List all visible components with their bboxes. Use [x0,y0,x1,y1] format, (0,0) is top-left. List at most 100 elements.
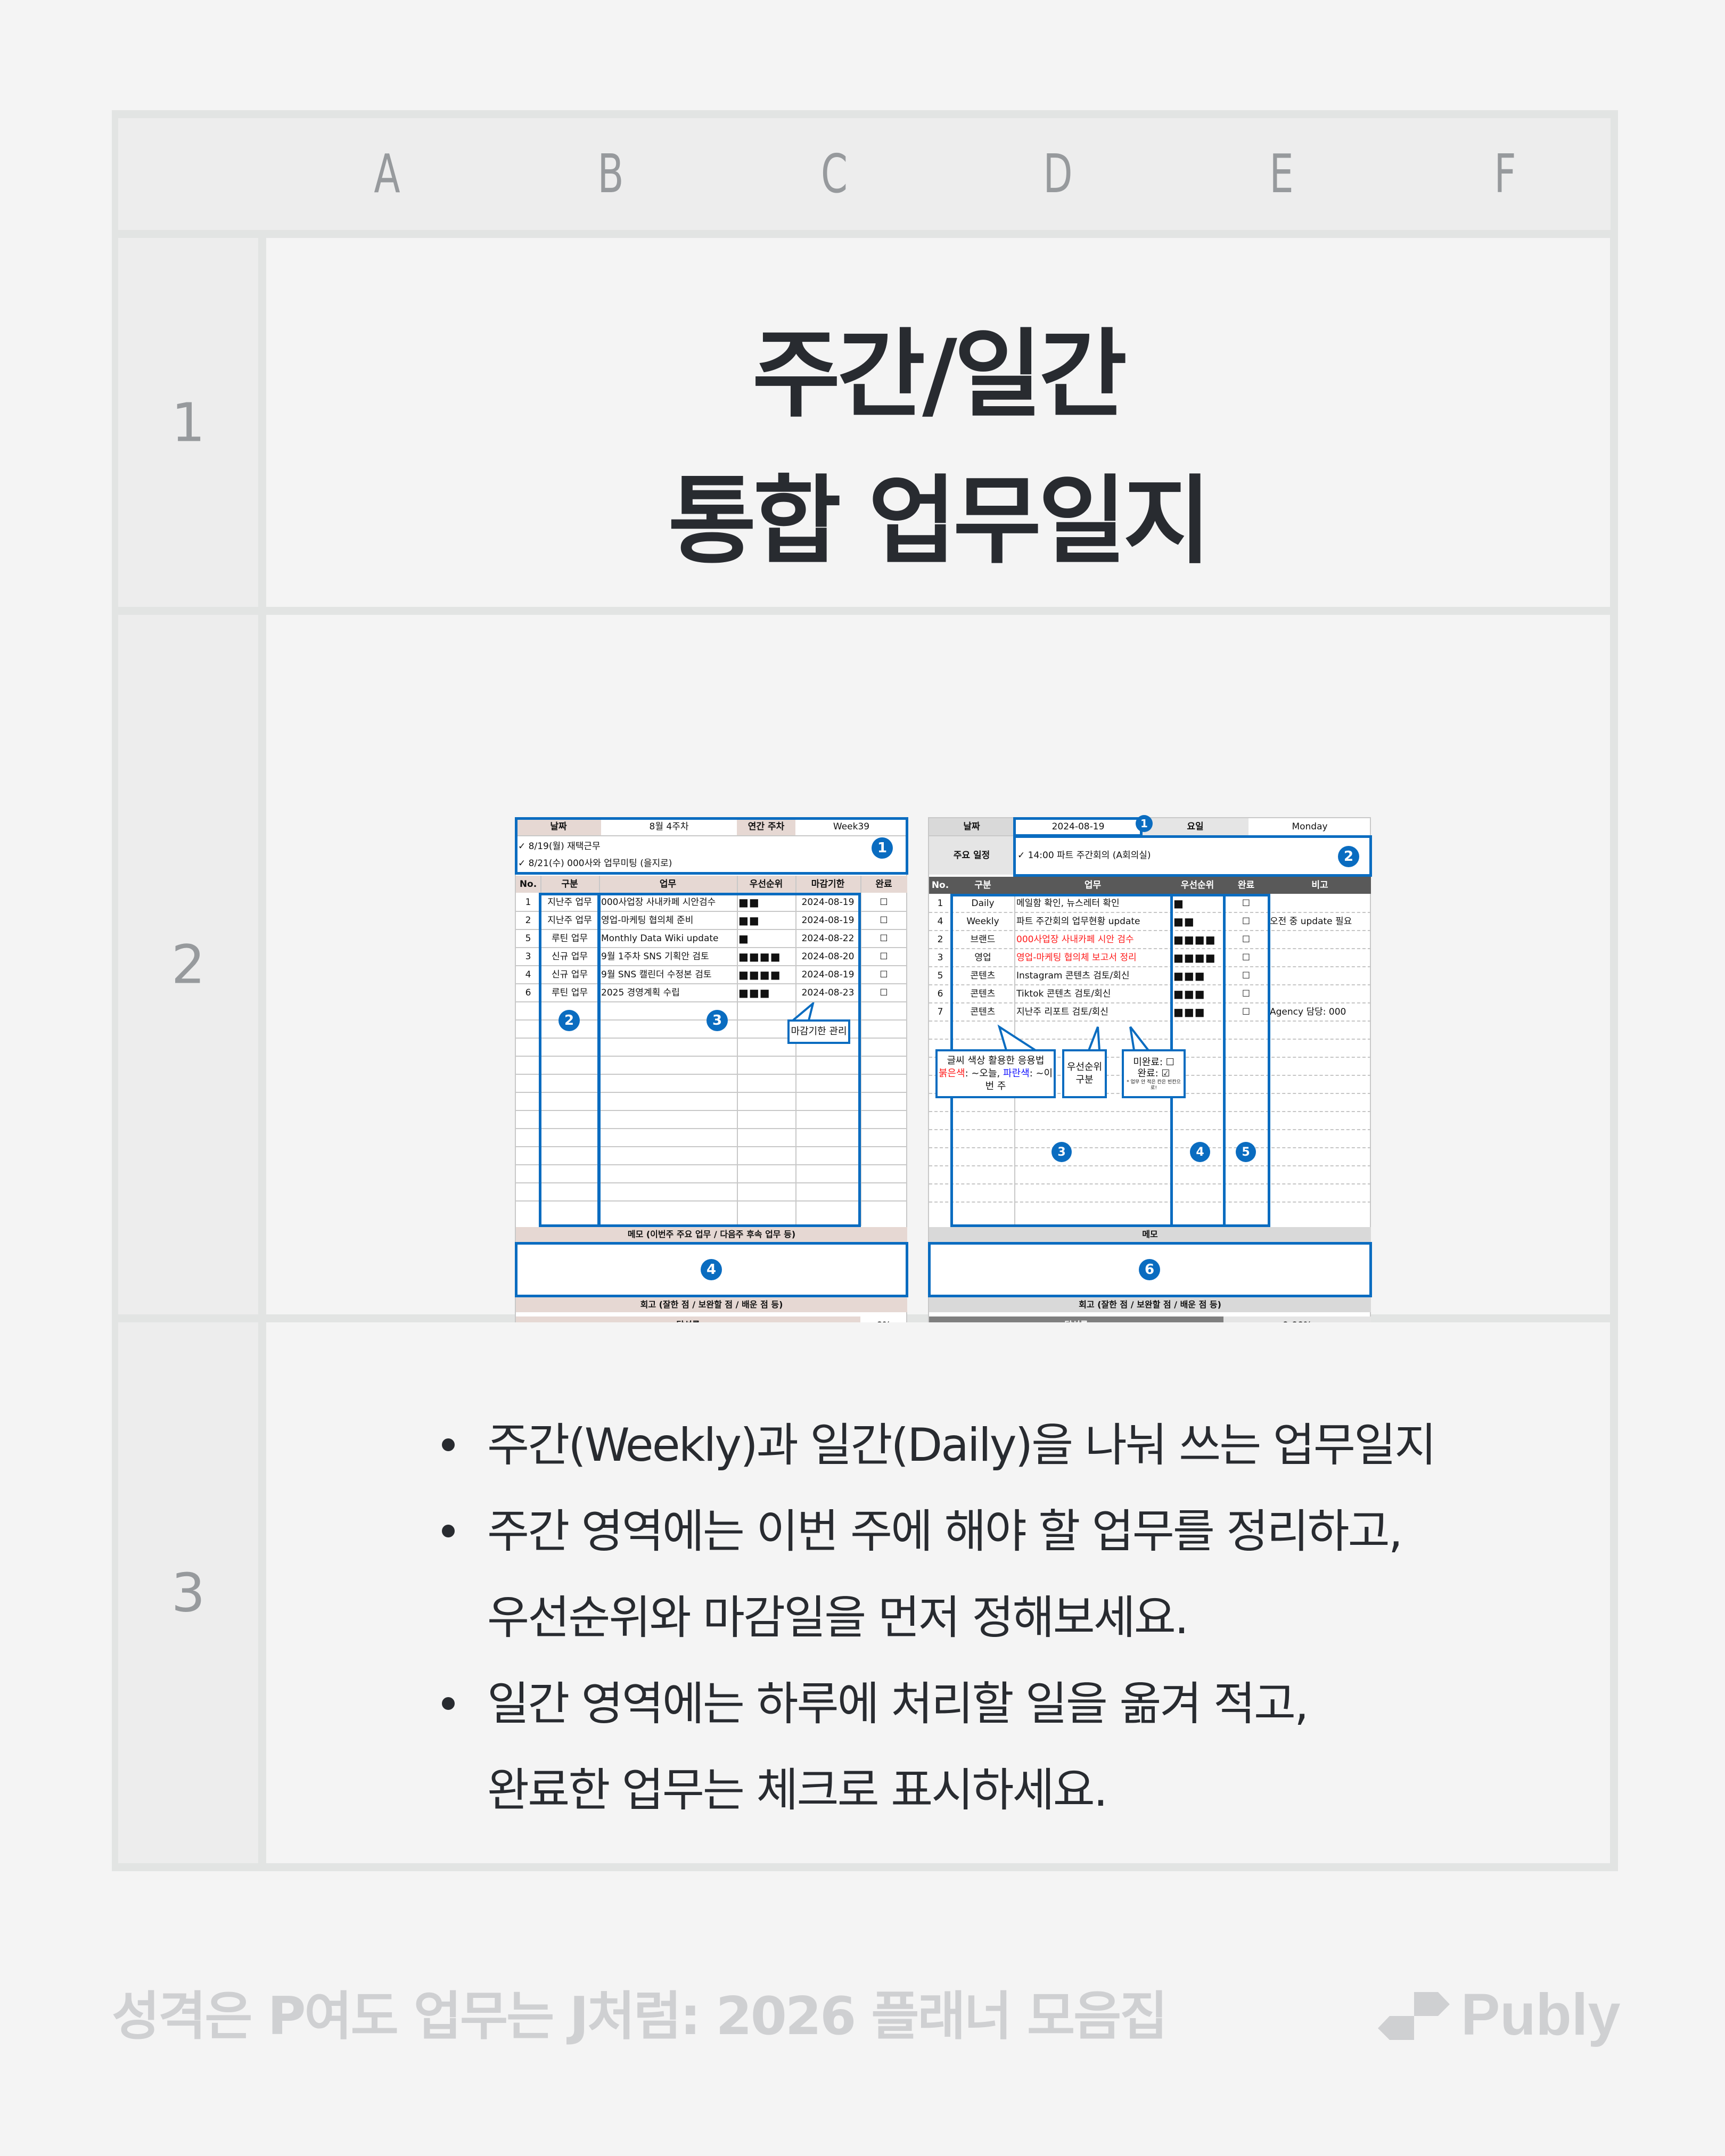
bullet-text: 주간 영역에는 이번 주에 해야 할 업무를 정리하고, [487,1505,1403,1558]
row-priority: ■■■■ [1173,951,1216,964]
row-no: 4 [525,969,531,980]
weekly-date-value: 8월 4주차 [649,821,689,832]
row-done-checkbox[interactable]: ☐ [880,915,888,926]
row-task: 영업-마케팅 협의체 보고서 정리 [1016,952,1137,963]
daily-schedule-label: 주요 일정 [929,836,1014,875]
gridline [516,1182,907,1183]
row-due: 2024-08-20 [801,951,855,962]
row-priority: ■■ [738,896,760,909]
row-priority: ■■■■ [1173,933,1216,946]
spreadsheet-frame: A B C D E F 1 주간/일간 통합 업무일지 2 날짜 8월 4주차 … [112,110,1618,1871]
row-task: 2025 경영계획 수립 [601,987,680,998]
gridline [929,984,1371,985]
callout-deadline: 마감기한 관리 [787,1019,850,1044]
gridline [516,947,907,948]
row-header-3[interactable]: 3 [118,1322,258,1863]
row-no: 6 [937,988,943,999]
gridline [516,1200,907,1202]
callout-line: 완료: ☑ [1137,1068,1170,1080]
bullet-text: 우선순위와 마감일을 먼저 정해보세요. [487,1591,1189,1644]
gridline [929,912,1371,913]
row-done-checkbox[interactable]: ☐ [1242,898,1251,909]
column-header-c[interactable]: C [820,143,848,205]
number-badge-4: 4 [701,1259,722,1280]
red-label: 붉은색 [938,1067,965,1079]
row-note [1270,967,1371,984]
gridline [929,1129,1371,1130]
description-cell: 주간(Weekly)과 일간(Daily)을 나눠 쓰는 업무일지 주간 영역에… [266,1322,1610,1863]
weekly-review-label: 회고 (잘한 점 / 보완할 점 / 배운 점 등) [516,1297,907,1312]
row-done-checkbox[interactable]: ☐ [880,933,888,944]
bullet-text: 완료한 업무는 체크로 표시하세요. [487,1764,1108,1817]
row-task: 000사업장 사내카페 시안 검수 [1016,934,1134,945]
row-note: 오전 중 update 필요 [1270,916,1352,927]
row-task: Tiktok 콘텐츠 검토/회신 [1016,988,1111,999]
bullet-item: 일간 영역에는 하루에 처리할 일을 옮겨 적고, [437,1661,1435,1747]
row-header-2[interactable]: 2 [118,615,258,1314]
highlight-box-1 [515,817,908,875]
row-priority: ■■ [1173,915,1195,928]
row-priority: ■■■ [1173,969,1205,982]
gridline [860,876,861,1226]
row-category: 신규 업무 [552,951,588,962]
column-header-e[interactable]: E [1269,143,1294,205]
row-due: 2024-08-19 [801,969,855,980]
row-done-checkbox[interactable]: ☐ [1242,970,1251,981]
page-title: 주간/일간 통합 업무일지 [266,302,1610,595]
row-category: 신규 업무 [552,969,588,980]
publy-logo: Publy [1378,1980,1621,2050]
row-header-1[interactable]: 1 [118,238,258,607]
number-badge-1: 1 [872,837,893,859]
bullet-list: 주간(Weekly)과 일간(Daily)을 나눠 쓰는 업무일지 주간 영역에… [437,1402,1436,1833]
row-note [1270,985,1371,1002]
row-done-checkbox[interactable]: ☐ [1242,916,1251,927]
bullet-item: 주간(Weekly)과 일간(Daily)을 나눠 쓰는 업무일지 [437,1402,1436,1488]
gridline [516,965,907,966]
daily-col-priority: 우선순위 [1171,877,1223,894]
row-priority: ■■■ [1173,1006,1205,1018]
callout-pointer [790,1002,815,1022]
row-done-checkbox[interactable]: ☐ [1242,1006,1251,1017]
row-category: 콘텐츠 [970,1006,996,1017]
gridline [516,1074,907,1075]
gridline [516,1128,907,1129]
row-no: 5 [937,970,943,981]
row-no: 2 [525,915,531,926]
daily-schedule-item: ✓ 14:00 파트 주간회의 (A회의실) [1017,850,1151,861]
highlight-box-2 [1013,835,1372,877]
column-header-a[interactable]: A [374,143,400,205]
row-done-checkbox[interactable]: ☐ [880,951,888,962]
weekly-schedule-item: ✓ 8/19(월) 재택근무 [518,841,601,852]
row-done-checkbox[interactable]: ☐ [880,987,888,998]
bullet-item: 주간 영역에는 이번 주에 해야 할 업무를 정리하고, [437,1488,1435,1575]
daily-date-value: 2024-08-19 [1052,821,1105,832]
row-category: 루틴 업무 [552,933,588,944]
divider [516,835,907,836]
column-header-f[interactable]: F [1494,143,1516,205]
row-done-checkbox[interactable]: ☐ [1242,934,1251,945]
row-done-checkbox[interactable]: ☐ [1242,952,1251,963]
row-priority: ■ [1173,897,1184,910]
row-done-checkbox[interactable]: ☐ [880,969,888,980]
column-header-b[interactable]: B [597,143,624,205]
weekly-col-due: 마감기한 [795,876,860,893]
highlight-box-6 [928,1242,1372,1297]
gridline [516,929,907,930]
gridline [929,1165,1371,1166]
weekly-col-no: No. [516,876,540,893]
row-done-checkbox[interactable]: ☐ [880,896,888,908]
highlight-box-1 [1013,817,1143,837]
row-task: 9월 SNS 캘린더 수정본 검토 [601,969,712,980]
gridline [737,876,738,1226]
row-done-checkbox[interactable]: ☐ [1242,988,1251,999]
gridline [929,1202,1371,1203]
callout-text-color: 글씨 색상 활용한 응용법 붉은색: ~오늘, 파란색: ~이번 주 [935,1049,1056,1098]
gridline [929,966,1371,967]
column-header-d[interactable]: D [1043,143,1073,205]
daily-col-category: 구분 [951,877,1014,894]
row-priority: ■■ [738,914,760,927]
row-note [1270,949,1371,966]
number-badge-4: 4 [1190,1142,1210,1162]
row-task: Monthly Data Wiki update [601,933,719,944]
highlight-box-5 [1223,894,1270,1227]
